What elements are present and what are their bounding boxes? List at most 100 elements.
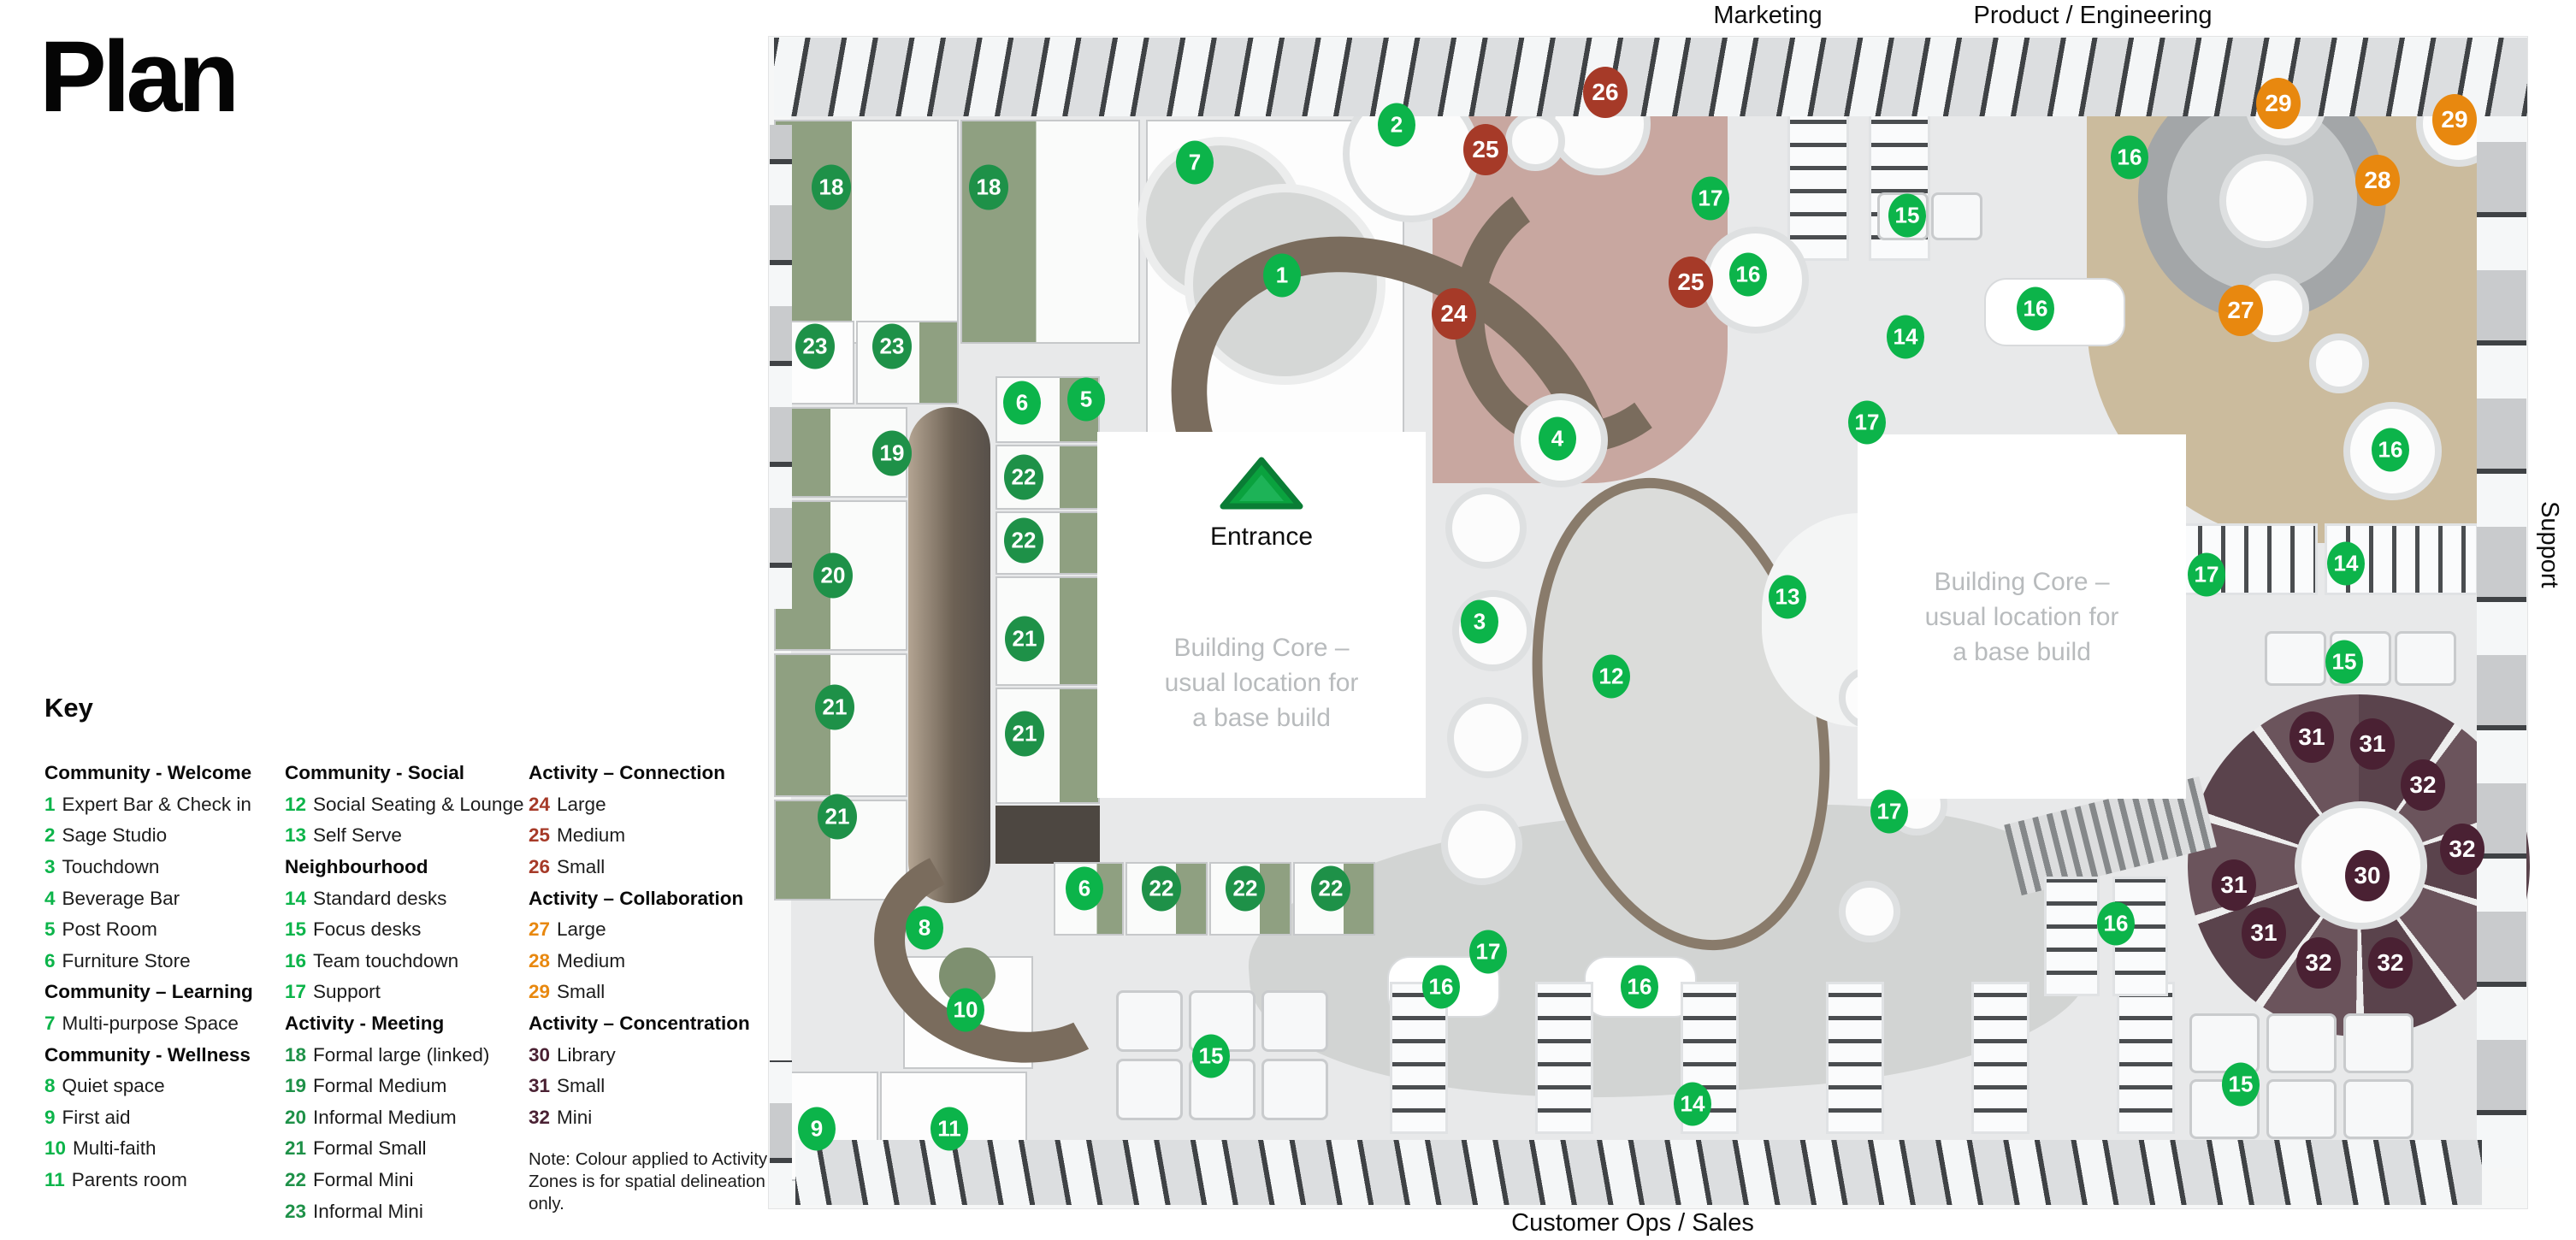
plan-marker-6: 6 [1066, 866, 1103, 911]
entrance-label: Entrance [1209, 523, 1314, 551]
plan-marker-18: 18 [969, 164, 1008, 210]
plan-marker-12: 12 [1592, 654, 1630, 699]
plan-marker-16: 16 [1729, 252, 1767, 297]
plan-marker-31: 31 [2212, 859, 2256, 911]
key-group-heading: Community - Wellness [44, 1043, 251, 1066]
plan-shape-tbl [1984, 278, 2125, 346]
plan-marker-5: 5 [1067, 377, 1105, 422]
key-note: Note: Colour applied to Activity Zones i… [529, 1149, 768, 1213]
plan-marker-31: 31 [2242, 907, 2286, 959]
plan-marker-18: 18 [812, 164, 851, 210]
key-heading: Key [44, 693, 93, 723]
plan-marker-20: 20 [813, 552, 853, 599]
plan-marker-22: 22 [1142, 865, 1181, 912]
plan-shape-bench-v [2044, 877, 2100, 996]
plan-marker-31: 31 [2289, 712, 2334, 763]
plan-marker-14: 14 [1674, 1082, 1711, 1126]
plan-shape-circle-white [1447, 697, 1528, 778]
key-group-heading: Community - Welcome [44, 762, 252, 784]
plan-marker-17: 17 [1469, 930, 1507, 974]
plan-shape-pod [2343, 1013, 2414, 1073]
plan-marker-13: 13 [1769, 575, 1806, 619]
plan-marker-2: 2 [1378, 103, 1415, 147]
plan-shape-pod [1116, 990, 1183, 1052]
plan-marker-17: 17 [2188, 552, 2225, 597]
plan-marker-23: 23 [795, 323, 835, 369]
plan-marker-16: 16 [2097, 901, 2135, 946]
key-group-heading: Activity – Connection [529, 762, 726, 784]
plan-shape-pod [2266, 1079, 2337, 1139]
plan-marker-16: 16 [1621, 965, 1658, 1009]
key-group-heading: Activity - Meeting [285, 1013, 445, 1035]
plan-marker-11: 11 [931, 1107, 968, 1151]
plan-marker-16: 16 [2017, 286, 2054, 331]
plan-marker-17: 17 [1692, 176, 1729, 221]
zone-label-customer-ops-sales: Customer Ops / Sales [1511, 1209, 1754, 1237]
plan-shape-band-left [770, 1060, 792, 1204]
plan-shape-circle-white [1445, 487, 1527, 569]
plan-marker-27: 27 [2219, 285, 2263, 336]
building-core-left: Entrance Building Core –usual location f… [1097, 432, 1426, 798]
plan-shape-bench-v [1826, 982, 1884, 1134]
plan-marker-17: 17 [1870, 789, 1908, 834]
plan-marker-10: 10 [947, 988, 984, 1032]
plan-shape-pod [2395, 631, 2456, 686]
plan-shape-circle-white [1514, 393, 1608, 487]
zone-label-support: Support [2536, 501, 2563, 588]
plan-marker-22: 22 [1004, 454, 1043, 500]
plan-marker-26: 26 [1583, 67, 1628, 118]
plan-shape-circle-white [2309, 334, 2369, 393]
zone-label-product-engineering: Product / Engineering [1973, 2, 2213, 29]
plan-shape-darkfloor [996, 806, 1100, 864]
plan-marker-32: 32 [2368, 937, 2413, 989]
plan-marker-14: 14 [2327, 541, 2365, 586]
plan-shape-pod [2265, 631, 2326, 686]
plan-marker-32: 32 [2296, 937, 2341, 989]
plan-shape-wood [908, 407, 990, 903]
plan-marker-22: 22 [1226, 865, 1265, 912]
plan-shape-band-bottom [795, 1140, 2482, 1205]
plan-marker-16: 16 [2372, 428, 2409, 472]
plan-shape-circle-white [1505, 111, 1565, 171]
key-group-heading: Activity – Collaboration [529, 887, 744, 909]
plan-shape-room-sage [960, 120, 1140, 344]
plan-marker-15: 15 [1888, 193, 1926, 238]
plan-shape-pod [2343, 1079, 2414, 1139]
plan-marker-7: 7 [1176, 140, 1214, 185]
plan-marker-19: 19 [872, 430, 912, 476]
plan-marker-21: 21 [815, 684, 854, 730]
key-group-heading: Activity – Concentration [529, 1013, 750, 1035]
plan-shape-circle-white [2241, 274, 2309, 342]
plan-shape-circle-white [2219, 154, 2313, 248]
plan-marker-25: 25 [1669, 257, 1713, 308]
plan-marker-1: 1 [1263, 253, 1301, 298]
plan-marker-8: 8 [906, 906, 943, 950]
